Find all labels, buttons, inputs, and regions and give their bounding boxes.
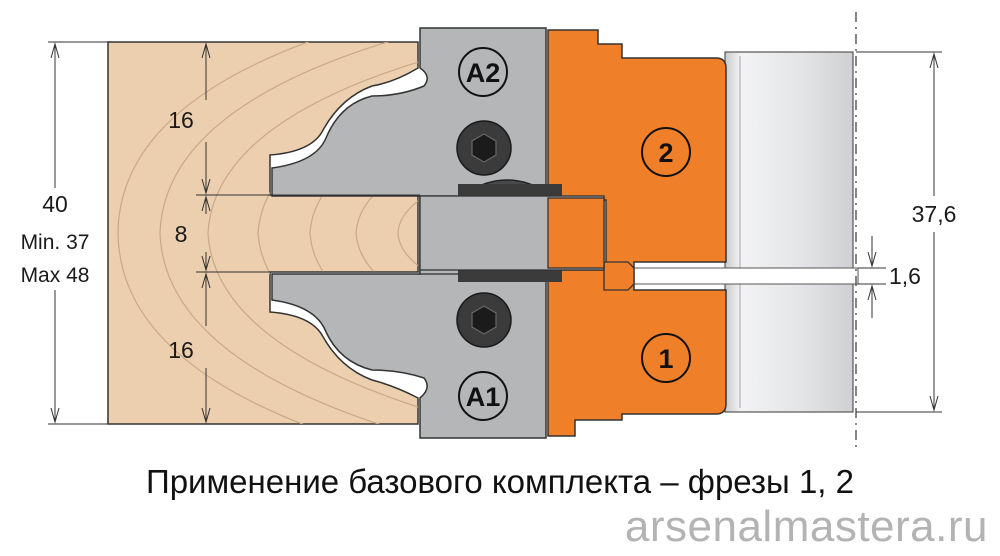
cutter-body-shell: [724, 51, 854, 413]
screw-upper: [456, 120, 512, 176]
clamp-bar-top: [458, 184, 562, 196]
marker-a2-label: A2: [466, 58, 501, 88]
dimension-total: [48, 41, 108, 425]
marker-1-label: 1: [658, 344, 673, 374]
dimension-gap: [858, 236, 886, 318]
marker-a2: A2: [458, 47, 508, 97]
dim-cutter-height-label: 37,6: [912, 201, 957, 227]
dimension-cutter-height: [856, 51, 942, 413]
dim-total-max-label: Max 48: [21, 264, 90, 287]
cutter-blade-lower: [547, 261, 727, 437]
blade-tip: [603, 261, 635, 291]
hex-socket-icon: [471, 305, 497, 335]
marker-1: 1: [641, 333, 691, 383]
dim-total-label: 40: [42, 191, 68, 217]
gap-slot: [631, 267, 859, 285]
dim-total-min-label: Min. 37: [21, 231, 90, 254]
blade-1: [547, 269, 727, 437]
watermark: arsenalmastera.ru: [624, 502, 988, 551]
dim-gap-label: 1,6: [889, 263, 921, 289]
clamp-bar-bottom: [458, 270, 562, 282]
dimension-sections: [196, 42, 420, 424]
marker-a1: A1: [458, 371, 508, 421]
marker-2: 2: [641, 127, 691, 177]
dim-middle-label: 8: [175, 221, 188, 247]
dim-bottom-label: 16: [168, 337, 194, 363]
clamp-orange-mid: [547, 197, 605, 269]
marker-a1-label: A1: [466, 382, 501, 412]
center-clamp: [419, 179, 605, 282]
marker-2-label: 2: [658, 138, 673, 168]
hex-socket-icon: [471, 133, 497, 163]
dim-top-label: 16: [168, 107, 194, 133]
cutter-body: [631, 51, 859, 413]
screw-lower: [456, 292, 512, 348]
diagram-caption: Применение базового комплекта – фрезы 1,…: [145, 463, 854, 500]
